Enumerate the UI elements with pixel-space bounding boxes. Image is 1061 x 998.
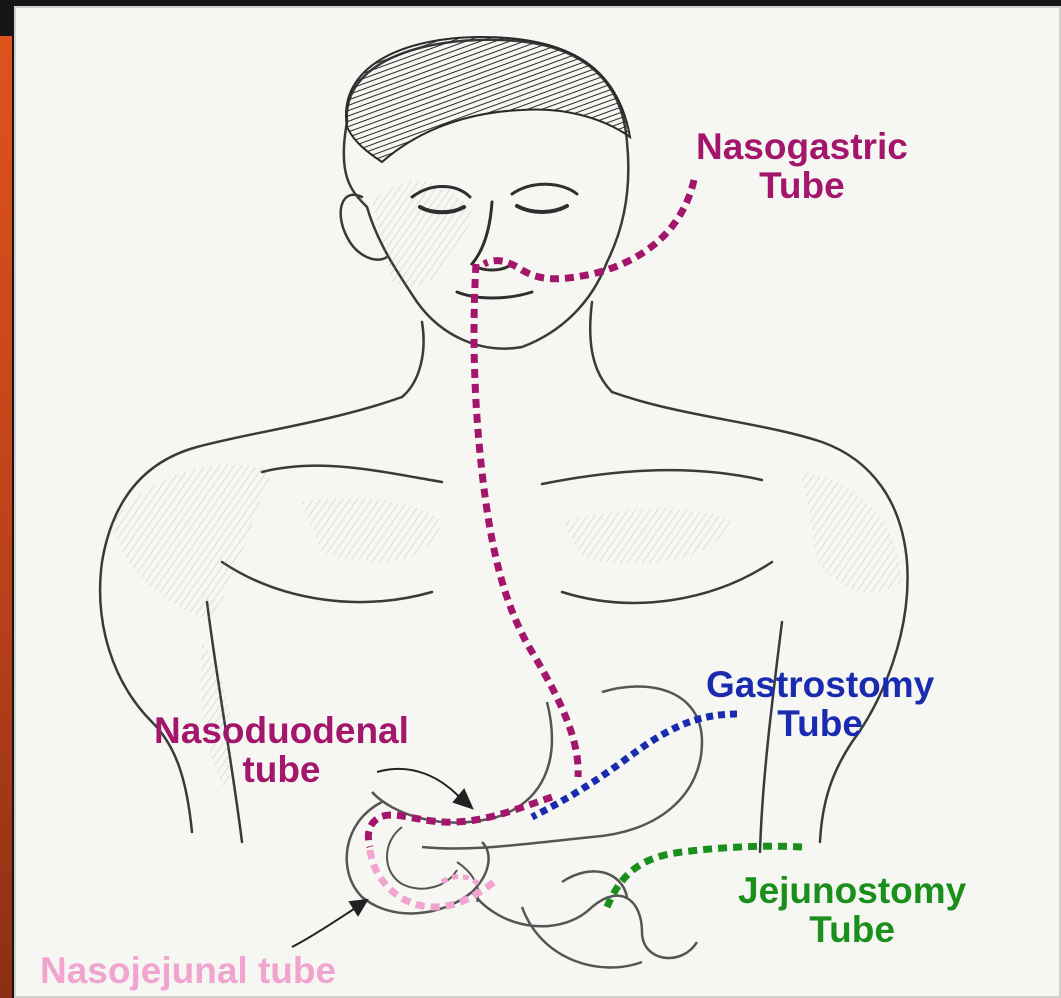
- jejunostomy-label: Jejunostomy Tube: [738, 872, 966, 950]
- esophagus-tube: [474, 264, 578, 777]
- jejunostomy-label-line1: Jejunostomy: [738, 872, 966, 911]
- jejunostomy-label-line2: Tube: [738, 911, 966, 950]
- nasoduodenal-label-line1: Nasoduodenal: [154, 712, 409, 751]
- nasojejunal-label-line1: Nasojejunal tube: [40, 952, 336, 991]
- hair-shape: [346, 37, 630, 162]
- nasogastric-tube: [484, 180, 694, 279]
- nasoduodenal-label: Nasoduodenal tube: [154, 712, 409, 790]
- window-edge-strip: [0, 36, 12, 998]
- pointer-arrow-icon: [292, 769, 472, 947]
- gastrostomy-label: Gastrostomy Tube: [706, 666, 934, 744]
- stomach-outline-icon: [372, 686, 702, 848]
- diagram-canvas: Nasogastric Tube Gastrostomy Tube Nasodu…: [14, 6, 1061, 998]
- gastrostomy-label-line1: Gastrostomy: [706, 666, 934, 705]
- nasogastric-label: Nasogastric Tube: [696, 128, 908, 206]
- intestine-outline-icon: [472, 871, 697, 967]
- nasogastric-label-line1: Nasogastric: [696, 128, 908, 167]
- nasogastric-label-line2: Tube: [696, 167, 908, 206]
- gastrostomy-label-line2: Tube: [706, 705, 934, 744]
- nasoduodenal-label-line2: tube: [154, 751, 409, 790]
- nasojejunal-label: Nasojejunal tube: [40, 952, 336, 991]
